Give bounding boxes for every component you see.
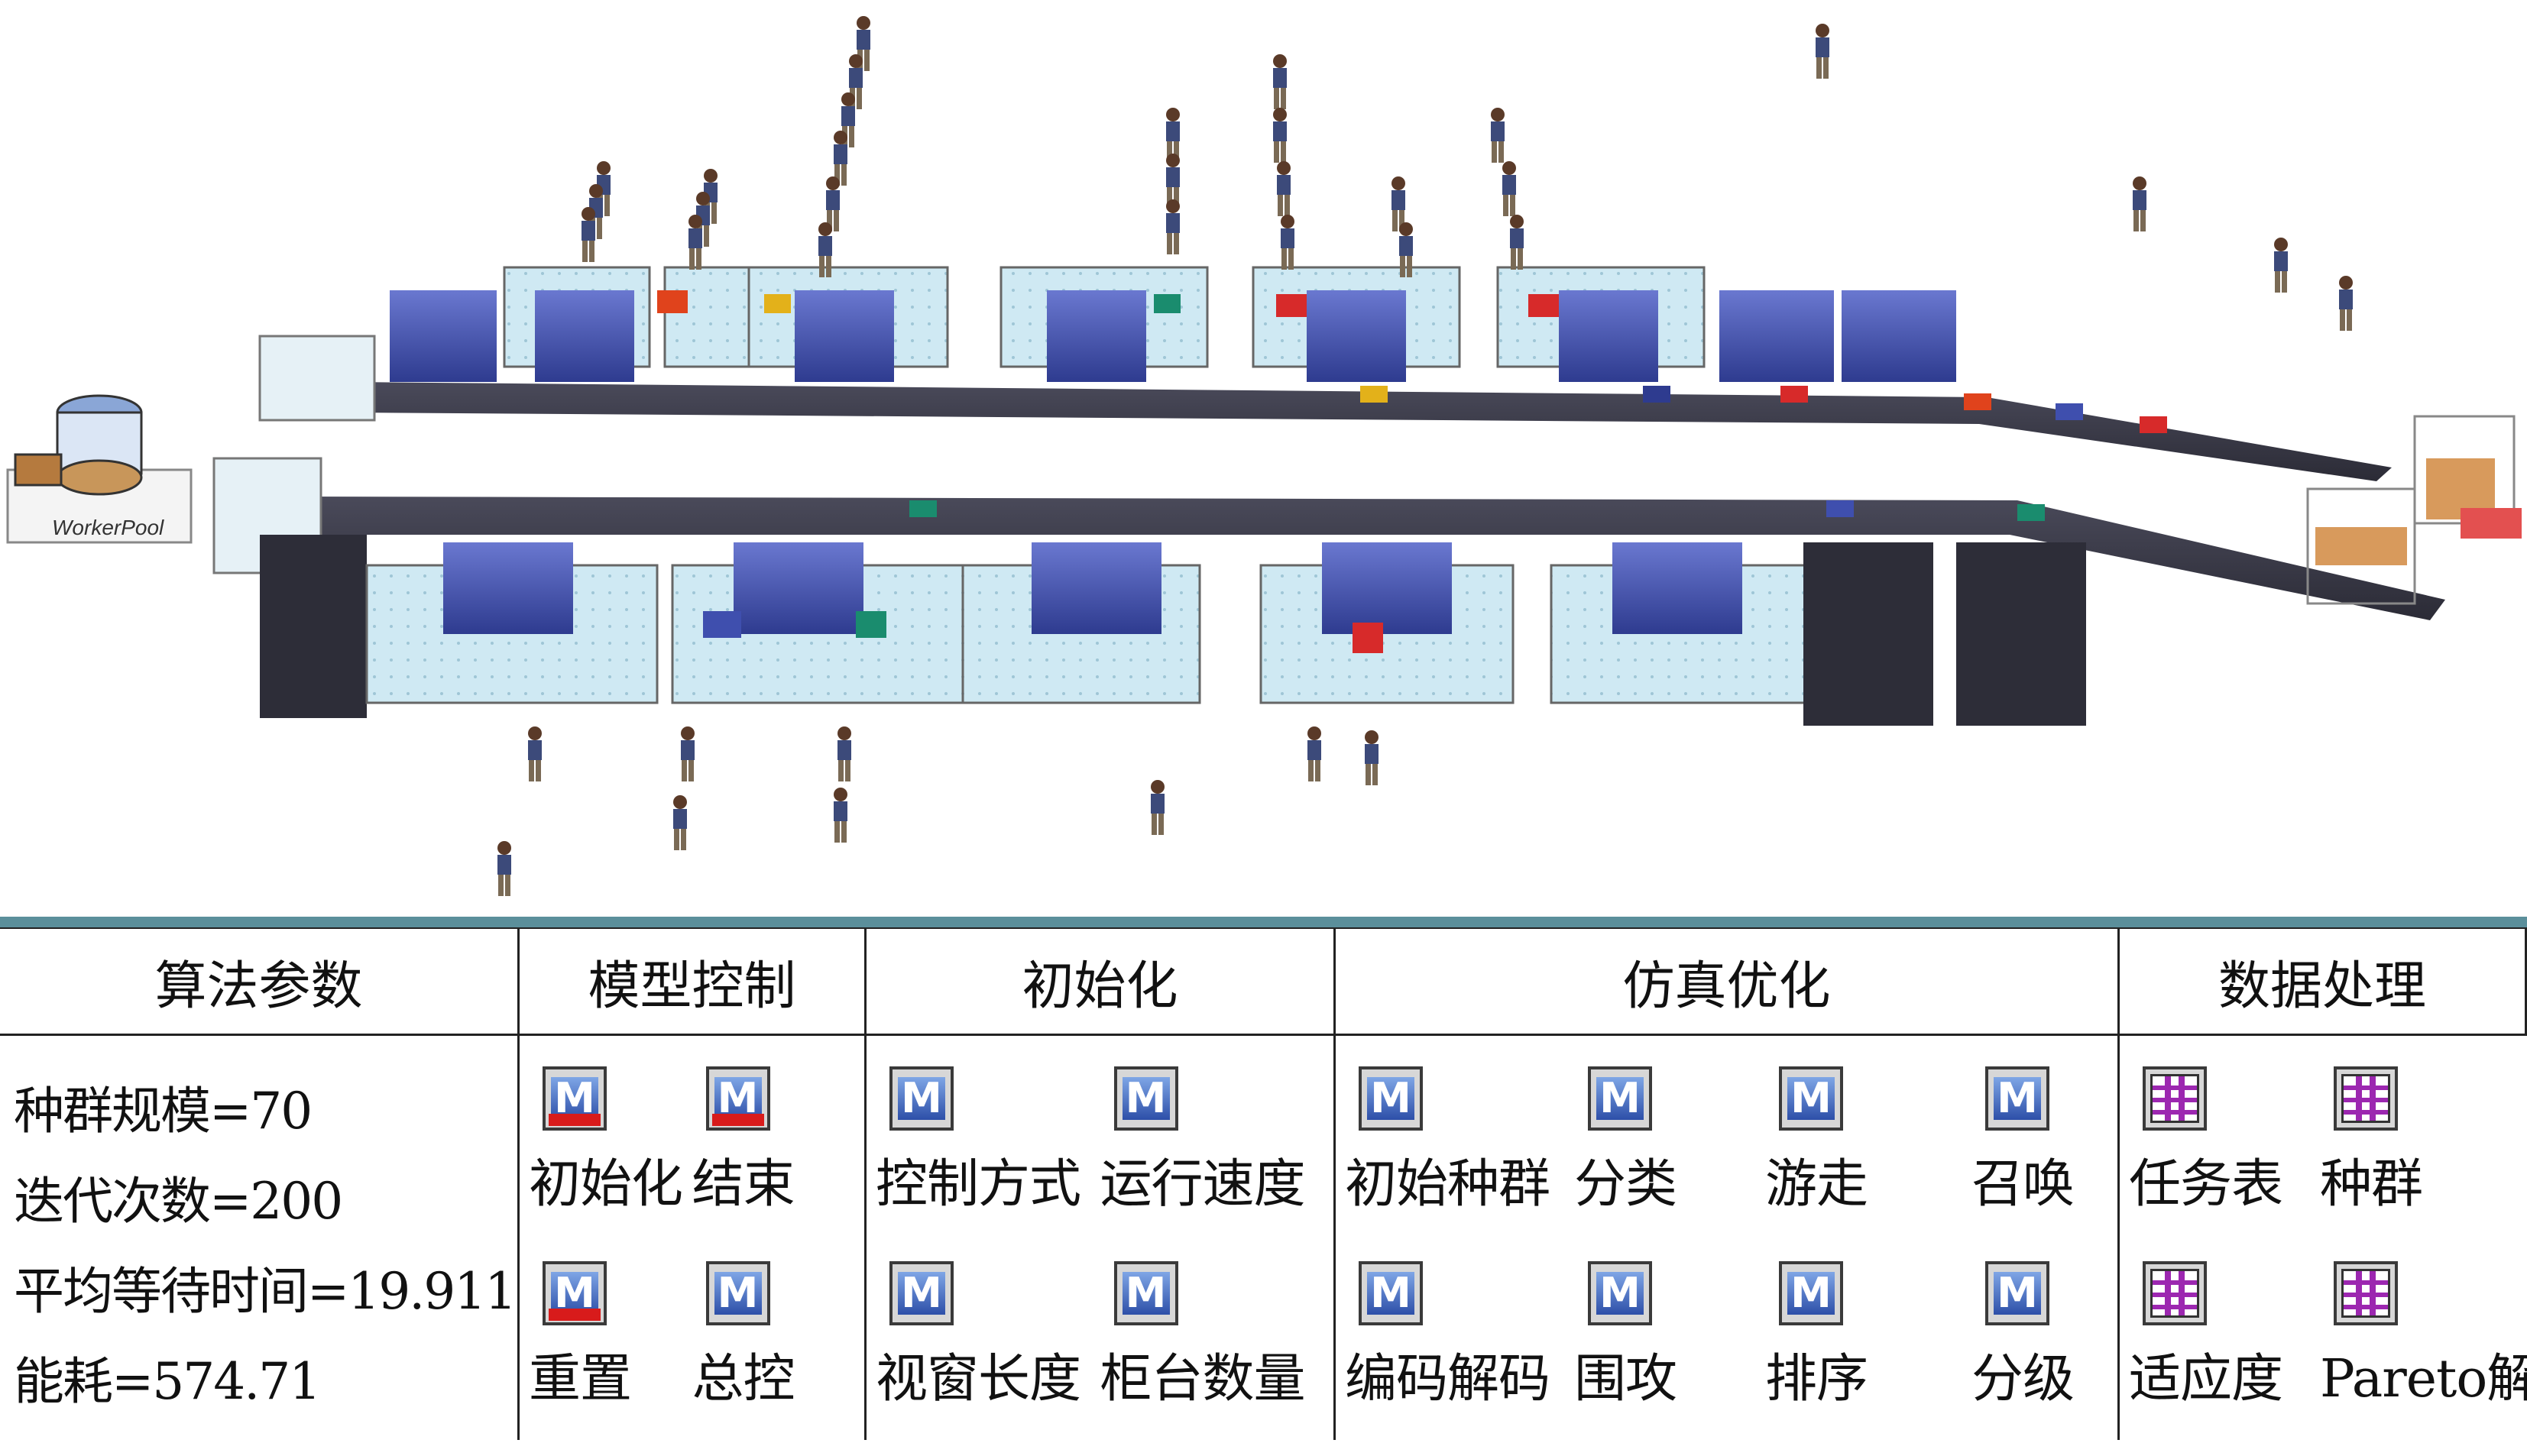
- m-method-icon: M: [889, 1066, 954, 1131]
- m-method-icon: M: [543, 1066, 607, 1131]
- m-method-icon: M: [1985, 1066, 2049, 1131]
- population-table-button[interactable]: 种群: [2320, 1066, 2527, 1261]
- siege-label: 围攻: [1574, 1349, 1677, 1409]
- reset-label: 重置: [529, 1349, 632, 1409]
- param-energy: 能耗=574.71: [14, 1352, 321, 1411]
- grading-button[interactable]: M 分级: [1971, 1261, 2108, 1456]
- m-method-icon: M: [1779, 1261, 1843, 1325]
- sort-button[interactable]: M 排序: [1765, 1261, 1971, 1456]
- wander-label: 游走: [1765, 1154, 1868, 1215]
- param-population-size: 种群规模=70: [14, 1082, 313, 1141]
- classify-button[interactable]: M 分类: [1574, 1066, 1765, 1261]
- run-speed-button[interactable]: M 运行速度: [1100, 1066, 1325, 1261]
- m-method-icon: M: [1113, 1261, 1178, 1325]
- table-icon: [2334, 1261, 2398, 1325]
- summon-label: 召唤: [1971, 1154, 2075, 1215]
- m-method-icon: M: [543, 1261, 607, 1325]
- params-panel: 种群规模=70 迭代次数=200 平均等待时间=19.911 5 能耗=574.…: [0, 1036, 562, 1440]
- m-method-icon: M: [1588, 1066, 1652, 1131]
- master-control-label: 总控: [692, 1349, 795, 1409]
- control-mode-button[interactable]: M 控制方式: [876, 1066, 1100, 1261]
- init-button[interactable]: M 初始化: [529, 1066, 692, 1261]
- counter-count-button[interactable]: M 柜台数量: [1100, 1261, 1325, 1456]
- table-icon: [2143, 1066, 2207, 1131]
- control-panel: 算法参数 模型控制 初始化 仿真优化 数据处理 种群规模=70 迭代次数=200…: [0, 927, 2527, 1440]
- sim-opt-panel: M 初始种群 M 分类 M 游走 M 召唤 M 编码解码 M 围攻: [1336, 1036, 2120, 1440]
- init-population-label: 初始种群: [1345, 1154, 1550, 1215]
- encode-decode-button[interactable]: M 编码解码: [1345, 1261, 1574, 1456]
- lower-stations: [212, 457, 2086, 726]
- run-speed-label: 运行速度: [1100, 1154, 1306, 1215]
- task-table-button[interactable]: 任务表: [2129, 1066, 2320, 1261]
- master-control-button[interactable]: M 总控: [692, 1261, 856, 1456]
- siege-button[interactable]: M 围攻: [1574, 1261, 1765, 1456]
- worker-pool[interactable]: WorkerPool: [6, 394, 193, 544]
- upper-stations: [258, 266, 1956, 422]
- header-sim-opt: 仿真优化: [1336, 929, 2120, 1036]
- table-icon: [2334, 1066, 2398, 1131]
- init-population-button[interactable]: M 初始种群: [1345, 1066, 1574, 1261]
- m-method-icon: M: [1359, 1261, 1423, 1325]
- window-length-label: 视窗长度: [876, 1349, 1081, 1409]
- worker-pool-label: WorkerPool: [52, 516, 164, 539]
- lower-conveyor: [298, 497, 2445, 620]
- data-proc-panel: 任务表 种群 适应度 Pareto解: [2120, 1036, 2527, 1440]
- table-icon: [2143, 1261, 2207, 1325]
- m-method-icon: M: [1588, 1261, 1652, 1325]
- header-model-control: 模型控制: [520, 929, 867, 1036]
- panel-divider: [0, 917, 2527, 927]
- counter-count-label: 柜台数量: [1100, 1349, 1306, 1409]
- pareto-table-label: Pareto解: [2320, 1349, 2527, 1409]
- workers: [497, 16, 2353, 896]
- m-method-icon: M: [1359, 1066, 1423, 1131]
- end-button[interactable]: M 结束: [692, 1066, 856, 1261]
- conveyor-parts: [909, 386, 2167, 521]
- fitness-table-button[interactable]: 适应度: [2129, 1261, 2320, 1456]
- header-data-proc: 数据处理: [2120, 929, 2527, 1036]
- upper-conveyor: [352, 382, 2392, 481]
- m-method-icon: M: [1779, 1066, 1843, 1131]
- end-label: 结束: [692, 1154, 795, 1215]
- population-table-label: 种群: [2320, 1154, 2423, 1215]
- m-method-icon: M: [705, 1066, 770, 1131]
- encode-decode-label: 编码解码: [1345, 1349, 1550, 1409]
- param-avg-wait: 平均等待时间=19.911 5: [14, 1262, 562, 1321]
- reset-button[interactable]: M 重置: [529, 1261, 692, 1456]
- m-method-icon: M: [1985, 1261, 2049, 1325]
- init-panel: M 控制方式 M 运行速度 M 视窗长度 M 柜台数量: [867, 1036, 1336, 1440]
- param-iterations: 迭代次数=200: [14, 1172, 343, 1231]
- task-table-label: 任务表: [2129, 1154, 2283, 1215]
- output-cages: [2306, 415, 2522, 605]
- pareto-table-button[interactable]: Pareto解: [2320, 1261, 2527, 1456]
- m-method-icon: M: [1113, 1066, 1178, 1131]
- control-mode-label: 控制方式: [876, 1154, 1081, 1215]
- m-method-icon: M: [889, 1261, 954, 1325]
- fitness-table-label: 适应度: [2129, 1349, 2283, 1409]
- wander-button[interactable]: M 游走: [1765, 1066, 1971, 1261]
- simulation-3d-view: WorkerPool: [6, 16, 2522, 896]
- model-control-panel: M 初始化 M 结束 M 重置 M 总控: [520, 1036, 867, 1440]
- grading-label: 分级: [1971, 1349, 2075, 1409]
- header-init: 初始化: [867, 929, 1336, 1036]
- summon-button[interactable]: M 召唤: [1971, 1066, 2108, 1261]
- init-label: 初始化: [529, 1154, 683, 1215]
- m-method-icon: M: [705, 1261, 770, 1325]
- header-params: 算法参数: [0, 929, 520, 1036]
- window-length-button[interactable]: M 视窗长度: [876, 1261, 1100, 1456]
- sort-label: 排序: [1765, 1349, 1868, 1409]
- classify-label: 分类: [1574, 1154, 1677, 1215]
